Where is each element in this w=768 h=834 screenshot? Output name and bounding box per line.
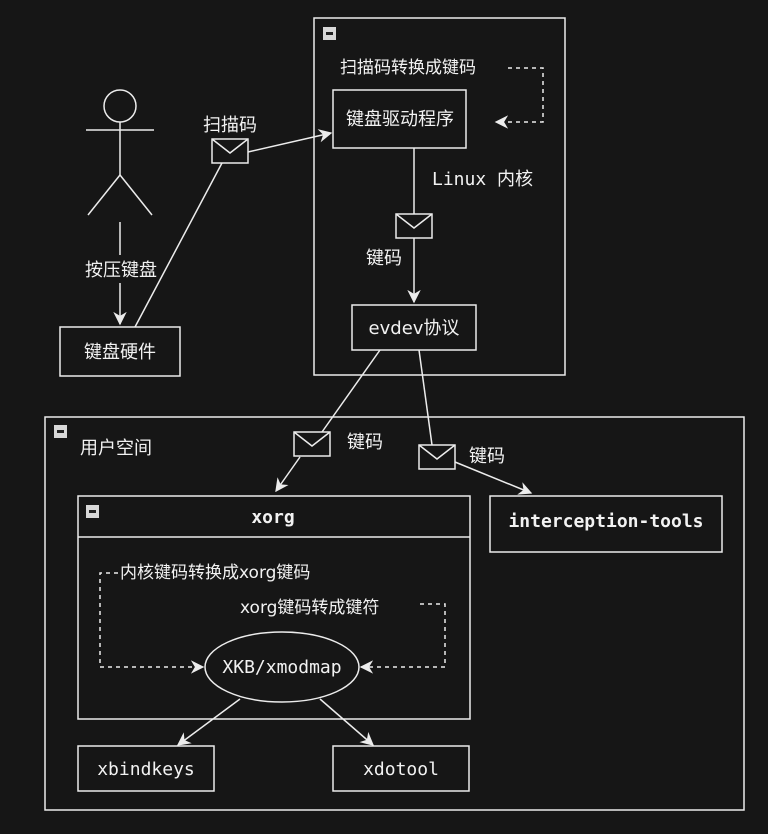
driver-self-loop [494, 67, 544, 129]
hardware-box [59, 326, 181, 377]
envelope-icon [211, 138, 249, 164]
hardware-label: 键盘硬件 [84, 342, 156, 363]
evdev-xorg-line [321, 349, 381, 433]
xkb-loop-right [359, 603, 446, 674]
xdotool-label: xdotool [363, 759, 439, 780]
evdev-box [351, 304, 477, 351]
kernel-label: Linux 内核 [432, 169, 533, 190]
xbindkeys-label: xbindkeys [97, 759, 195, 780]
xkb-label: XKB/xmodmap [222, 657, 341, 678]
xkb-loop-left [99, 572, 205, 674]
xkb-xdotool-arrow [319, 698, 375, 746]
envelope-icon [293, 431, 331, 457]
keycode-right-label: 键码 [469, 446, 505, 467]
keycode-label: 键码 [366, 248, 402, 269]
xdotool-box [332, 745, 470, 792]
driver-box [332, 89, 467, 149]
userspace-group: 用户空间 [44, 416, 745, 811]
scan-arrow [247, 129, 333, 153]
evdev-label: evdev协议 [369, 318, 460, 339]
self-loop-label: 扫描码转换成键码 [340, 58, 476, 78]
userspace-label: 用户空间 [80, 438, 152, 459]
scan-code-label: 扫描码 [203, 115, 257, 136]
xkb-node [204, 631, 360, 703]
loop-left-label: 内核键码转换成xorg键码 [120, 563, 310, 583]
interception-box [489, 495, 723, 553]
xorg-title: xorg [251, 507, 294, 528]
interception-label: interception-tools [508, 511, 703, 532]
press-label: 按压键盘 [85, 260, 157, 281]
scan-line-1 [134, 162, 223, 328]
xkb-xbindkeys-arrow [176, 698, 241, 746]
envelope-icon [418, 444, 456, 470]
evdev-interception-arrow [454, 461, 533, 495]
driver-label: 键盘驱动程序 [346, 109, 454, 130]
xbindkeys-box [77, 745, 215, 792]
keycode-left-label: 键码 [347, 432, 383, 453]
kernel-group: Linux 内核 [313, 17, 566, 376]
user-actor [86, 89, 154, 216]
evdev-xorg-arrow [275, 456, 301, 493]
envelope-icon [395, 213, 433, 239]
evdev-interception-line [418, 349, 433, 446]
loop-right-label: xorg键码转成键符 [240, 598, 379, 618]
xorg-group: xorg [77, 495, 471, 720]
